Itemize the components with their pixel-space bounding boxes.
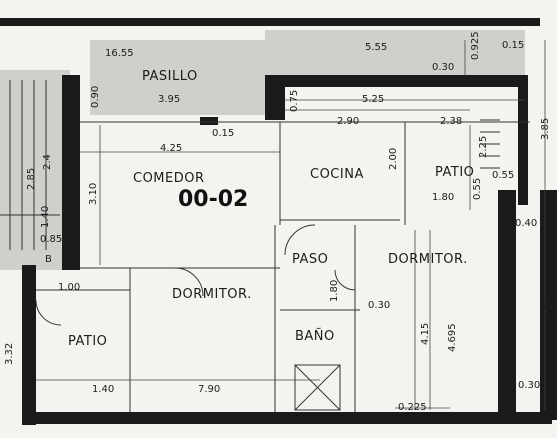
left-staircase xyxy=(0,80,60,250)
dim-5-25: 5.25 xyxy=(362,94,384,105)
interior-lines xyxy=(36,121,530,412)
dim-0-30-top: 0.30 xyxy=(432,62,454,73)
dim-3-95-right: 3.95 xyxy=(540,298,551,320)
dim-3-10: 3.10 xyxy=(88,183,99,205)
dim-0-55-a: 0.55 xyxy=(492,170,514,181)
dim-3-85-right: 3.85 xyxy=(540,118,551,140)
dim-0-75: 0.75 xyxy=(289,90,300,112)
room-dormitorio-left: DORMITOR. xyxy=(172,287,252,302)
dim-b: B xyxy=(45,254,52,265)
room-comedor: COMEDOR xyxy=(133,171,205,186)
corridor-shading-top xyxy=(265,30,525,75)
corridor-shading xyxy=(90,40,265,115)
dim-0-925: 0.925 xyxy=(470,31,481,60)
walls xyxy=(0,18,557,425)
room-bano: BAÑO xyxy=(295,328,335,344)
door-swings xyxy=(35,224,356,326)
dimension-lines xyxy=(36,40,546,410)
dim-0-15-mid: 0.15 xyxy=(212,128,234,139)
room-patio-top: PATIO xyxy=(435,165,474,180)
dim-2-38: 2.38 xyxy=(440,116,462,127)
unit-code: 00-02 xyxy=(178,187,248,212)
room-cocina: COCINA xyxy=(310,167,364,182)
dim-2-90: 2.90 xyxy=(337,116,359,127)
dim-0-30-mid: 0.30 xyxy=(368,300,390,311)
dim-16-55: 16.55 xyxy=(105,48,134,59)
dim-1-80-paso: 1.80 xyxy=(329,280,340,302)
room-paso: PASO xyxy=(292,252,328,267)
dim-1-40-left: 1.40 xyxy=(40,206,51,228)
dim-2-4: 2.4 xyxy=(42,154,53,170)
dim-5-55: 5.55 xyxy=(365,42,387,53)
dim-3-95-pasillo: 3.95 xyxy=(158,94,180,105)
dim-4-695: 4.695 xyxy=(447,323,458,352)
dim-7-90: 7.90 xyxy=(198,384,220,395)
dim-0-40: 0.40 xyxy=(515,218,537,229)
dim-1-80-patio: 1.80 xyxy=(432,192,454,203)
dim-0-55-b: 0.55 xyxy=(472,178,483,200)
dim-1-40-bottom: 1.40 xyxy=(92,384,114,395)
dim-0-90: 0.90 xyxy=(90,86,101,108)
patio-staircase xyxy=(480,119,500,169)
room-dormitorio-right: DORMITOR. xyxy=(388,252,468,267)
dim-2-85: 2.85 xyxy=(26,168,37,190)
dim-0-225: 0.225 xyxy=(398,402,427,413)
dim-0-30-right: 0.30 xyxy=(518,380,540,391)
dim-2-00: 2.00 xyxy=(388,148,399,170)
dim-1-00: 1.00 xyxy=(58,282,80,293)
dim-0-15-top: 0.15 xyxy=(502,40,524,51)
left-stair-shading xyxy=(0,70,70,270)
room-pasillo: PASILLO xyxy=(142,69,198,84)
dim-4-15: 4.15 xyxy=(420,323,431,345)
dim-4-25: 4.25 xyxy=(160,143,182,154)
dim-2-25: 2.25 xyxy=(478,136,489,158)
dim-0-85: 0.85 xyxy=(40,234,62,245)
room-patio-left: PATIO xyxy=(68,334,107,349)
bathroom-fixture xyxy=(294,364,341,411)
dim-3-32: 3.32 xyxy=(4,343,15,365)
